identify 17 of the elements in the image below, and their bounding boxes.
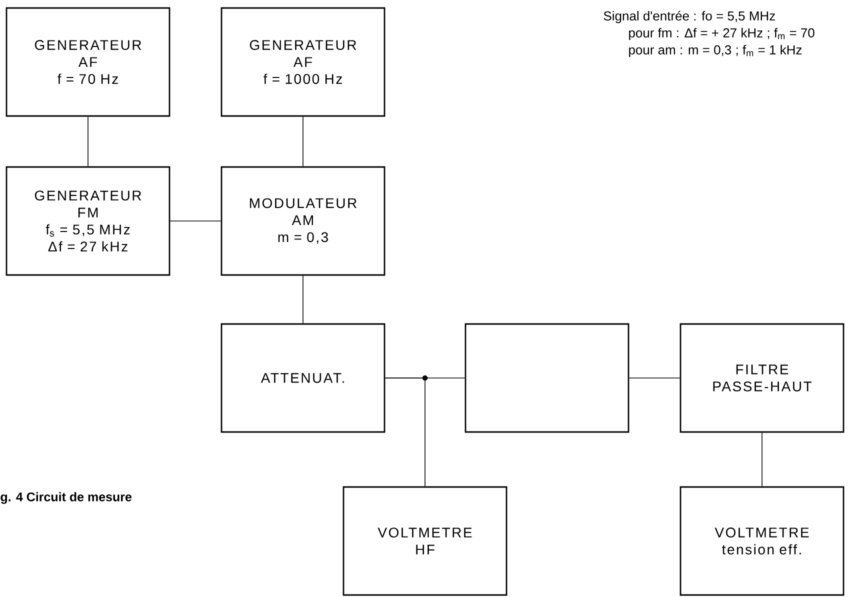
connector-line <box>170 220 222 222</box>
block-box: VOLTMETRE HF <box>342 486 508 596</box>
block-box: GENERATEUR AF f = 70 Hz <box>6 7 170 117</box>
block-box: VOLTMETRE tension eff. <box>680 486 844 596</box>
note-text: pour fm : Δf = + 27 kHz ; f$_{m}$ = 70 <box>629 28 814 40</box>
connector-line <box>302 116 304 167</box>
connector-line <box>302 275 304 324</box>
block-box: GENERATEUR AF f = 1000 Hz <box>220 7 386 117</box>
connector-line <box>384 378 426 487</box>
block-box <box>464 323 630 433</box>
block-box: FILTRE PASSE-HAUT <box>680 323 844 433</box>
figure-caption: g. 4 Circuit de mesure <box>0 492 132 504</box>
block-box: MODULATEUR AM m = 0,3 <box>220 166 386 276</box>
block-box: ATTENUAT. <box>220 323 386 433</box>
note-text: pour am : m = 0,3 ; f$_{m}$ = 1 kHz <box>629 44 802 58</box>
block-box: GENERATEUR FM f$_{s}$ = 5,5 MHz Δf = 27 kHz <box>6 166 170 276</box>
note-text: Signal d'entrée : fo = 5,5 MHz <box>604 10 775 24</box>
